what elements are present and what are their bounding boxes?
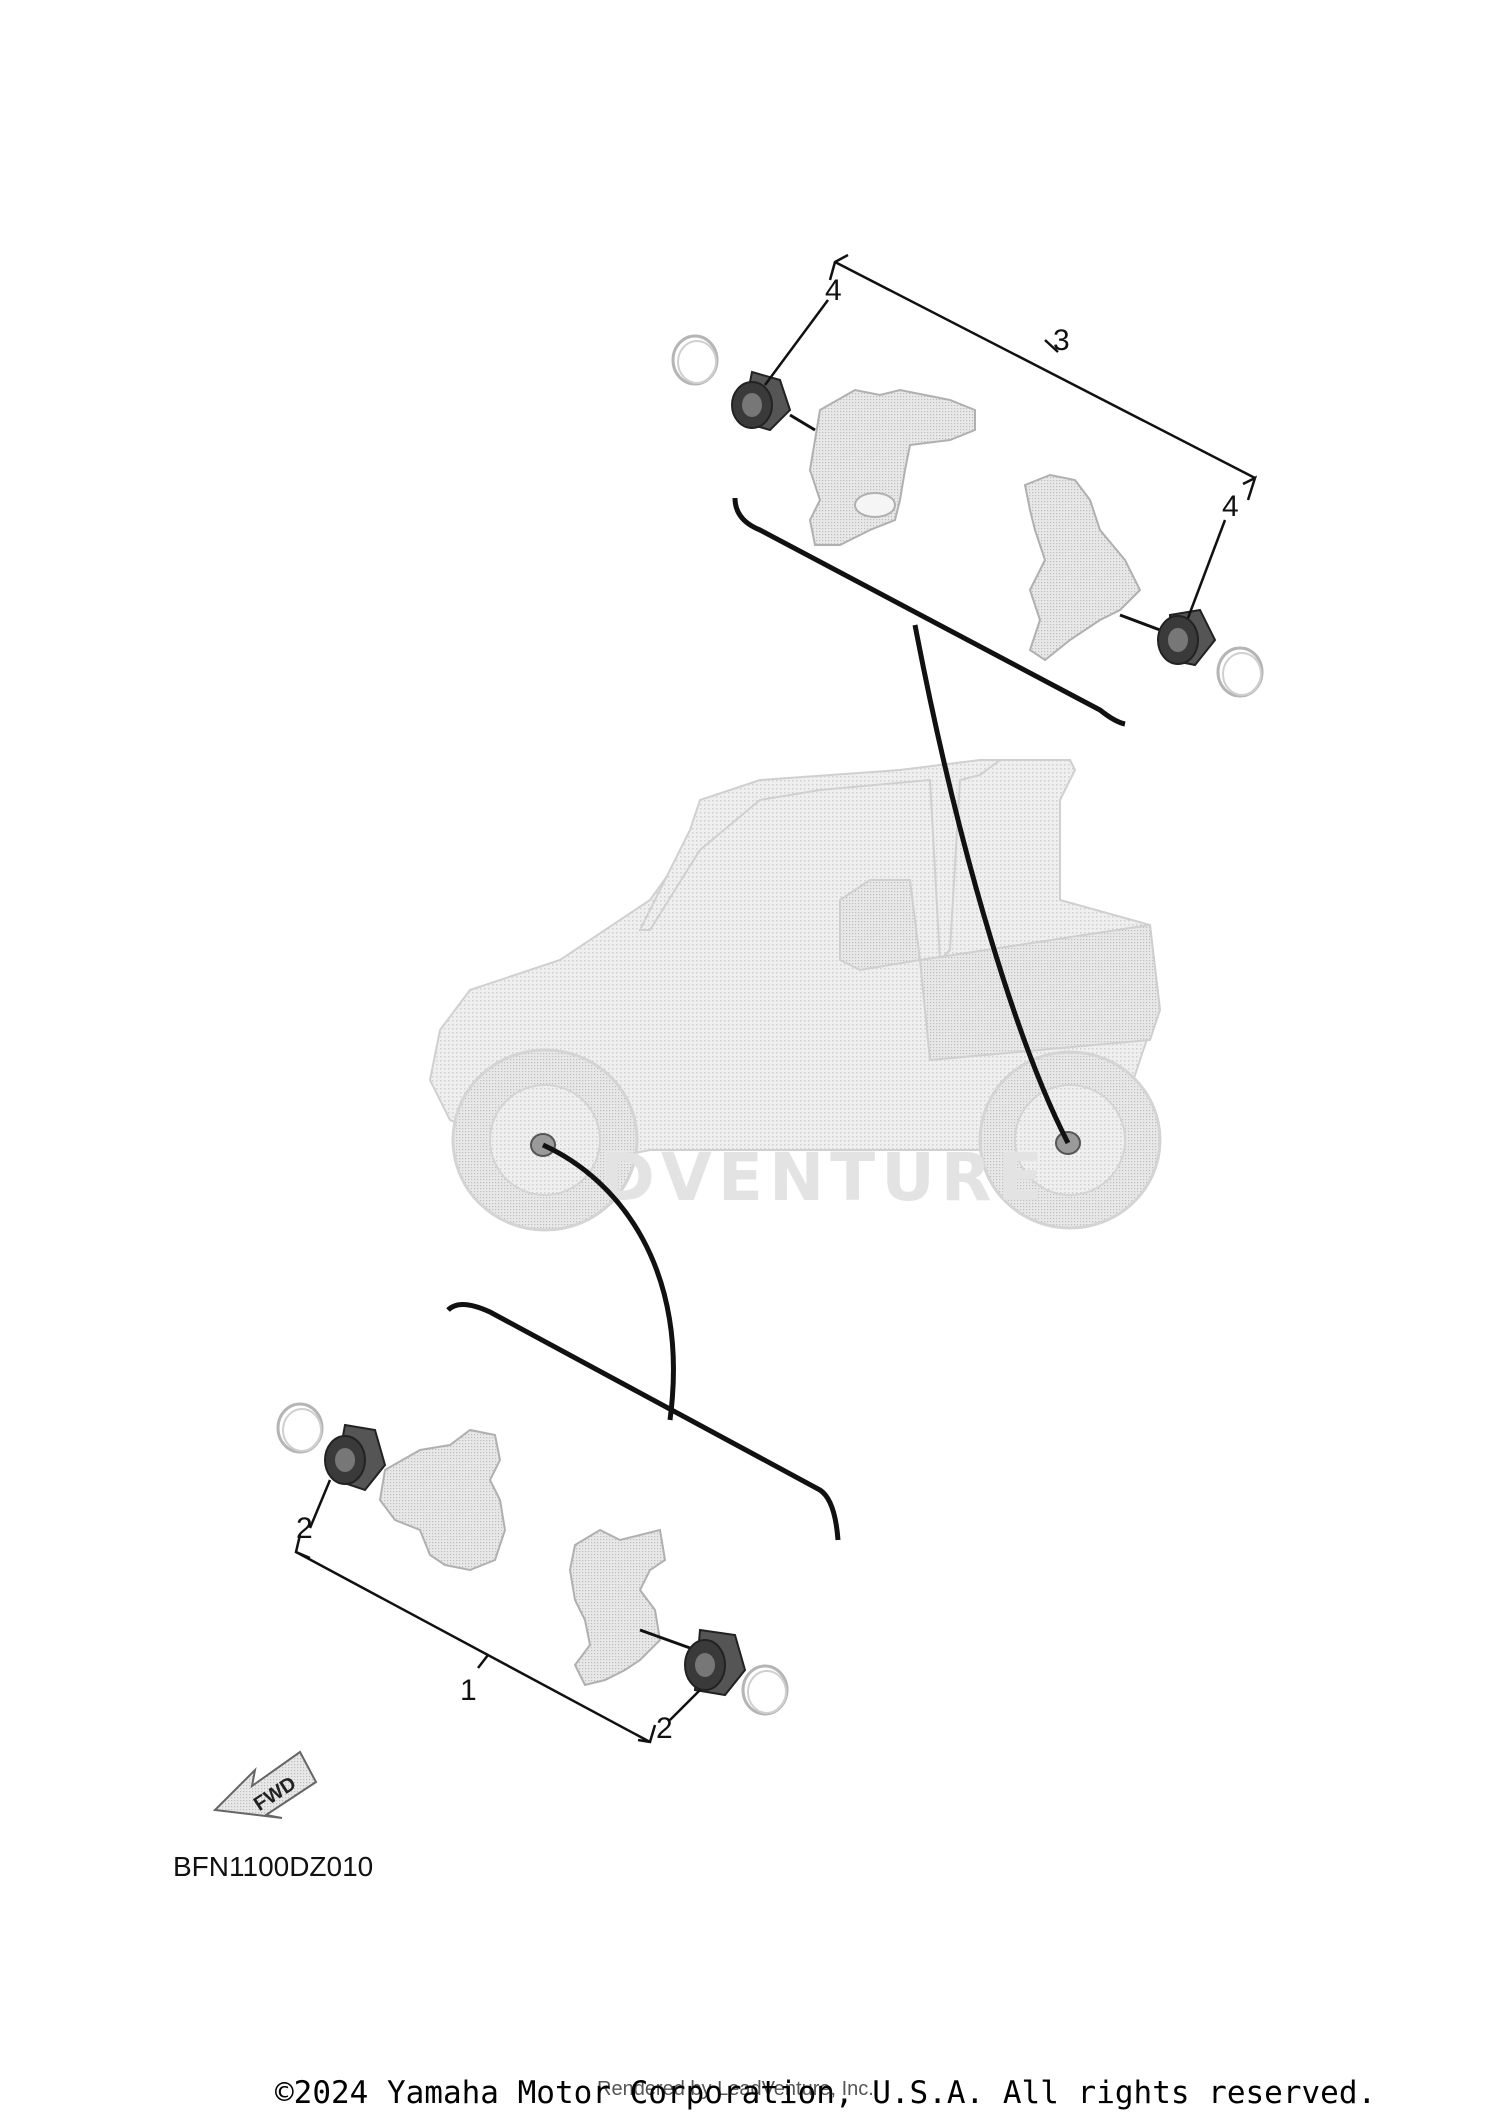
callout-4-rear-left: 4	[825, 274, 842, 307]
rear-group-bracket	[732, 497, 1126, 727]
front-right-knuckle	[568, 1528, 667, 1687]
watermark-text: DVENTURE	[600, 1139, 1049, 1216]
callout-2-front-right: 2	[656, 1712, 673, 1745]
front-group-bracket	[446, 1302, 841, 1541]
front-leader-curve	[541, 1142, 676, 1421]
front-left-knuckle	[378, 1428, 507, 1572]
callout-4-rear-right: 4	[1222, 490, 1239, 523]
rear-left-knuckle	[808, 388, 976, 546]
front-left-bearing	[276, 1402, 387, 1492]
diagram-code: BFN1100DZ010	[173, 1851, 373, 1882]
callout-1-front-assembly: 1	[460, 1674, 477, 1707]
callout-3-rear-assembly: 3	[1053, 324, 1070, 357]
fwd-arrow-icon: FWD	[212, 1750, 318, 1819]
callout-2-front-left: 2	[296, 1512, 313, 1545]
vehicle-illustration	[428, 759, 1162, 1232]
copyright-notice: ©2024 Yamaha Motor Corporation, U.S.A. A…	[275, 2075, 1376, 2111]
rear-right-bearing	[1119, 608, 1264, 698]
rear-callout-lines	[763, 253, 1258, 619]
rear-right-knuckle	[1023, 473, 1142, 662]
rear-leader-curve	[912, 624, 1071, 1145]
rear-left-bearing	[671, 334, 816, 432]
front-right-bearing	[639, 1628, 789, 1716]
front-callout-lines	[294, 1479, 701, 1744]
rendered-by-credit: Rendered by LeadVenture, Inc.	[597, 2078, 874, 2100]
